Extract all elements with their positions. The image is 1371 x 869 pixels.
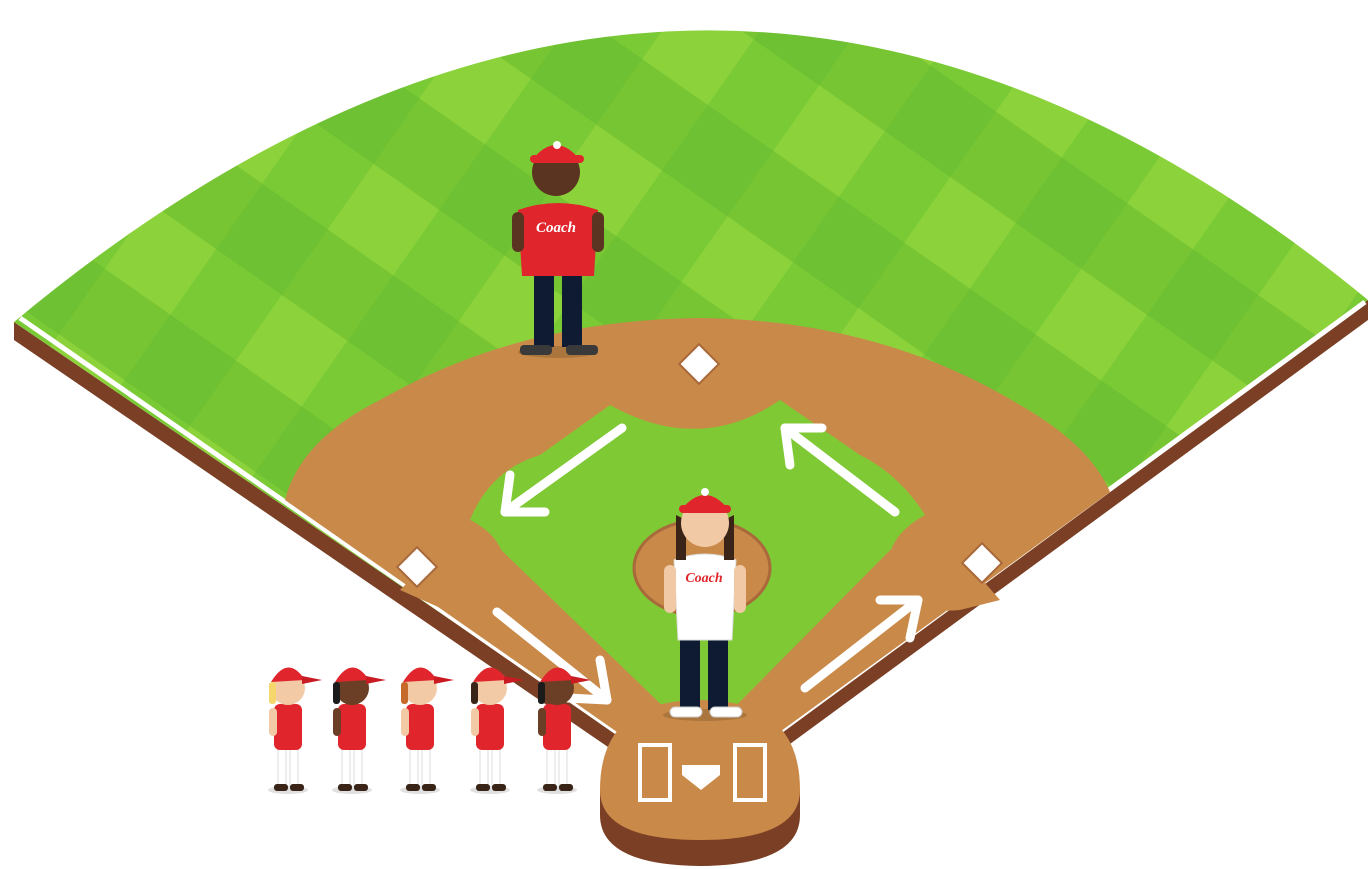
player-1 xyxy=(268,667,322,794)
pitcher-coach-shirt-label: Coach xyxy=(685,571,723,586)
outfield-coach-shirt-label: Coach xyxy=(536,220,576,236)
player-4 xyxy=(470,667,524,794)
player-2 xyxy=(332,667,386,794)
player-lineup xyxy=(268,667,591,794)
player-3 xyxy=(400,667,454,794)
